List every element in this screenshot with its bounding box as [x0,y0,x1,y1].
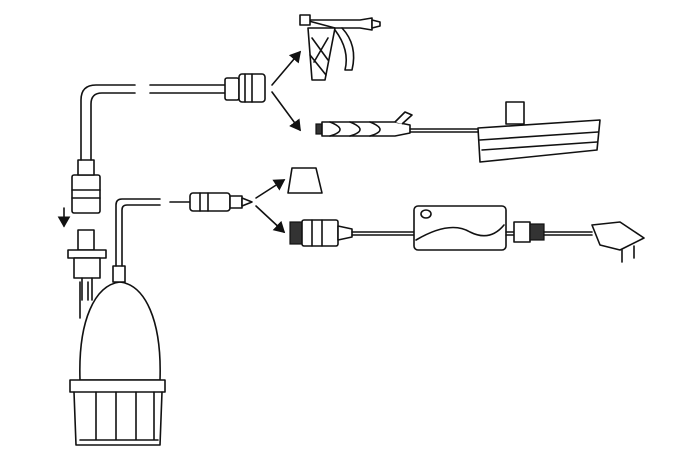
arrow-to-gun [271,50,302,86]
arrow-to-cap [255,179,286,199]
brush-wand [315,101,601,163]
ac-plug [513,221,645,263]
arrow-to-brush [271,91,301,132]
pump-bottle [69,265,166,446]
cigarette-plug [189,192,253,212]
power-adapter [413,205,515,251]
power-cable-from-pump [115,198,191,267]
plug-cap [287,167,323,194]
hose [71,73,266,214]
spray-gun [299,14,381,81]
car-socket [289,219,417,247]
pump-inlet-connector [67,229,107,301]
arrow-to-socket [255,205,286,234]
